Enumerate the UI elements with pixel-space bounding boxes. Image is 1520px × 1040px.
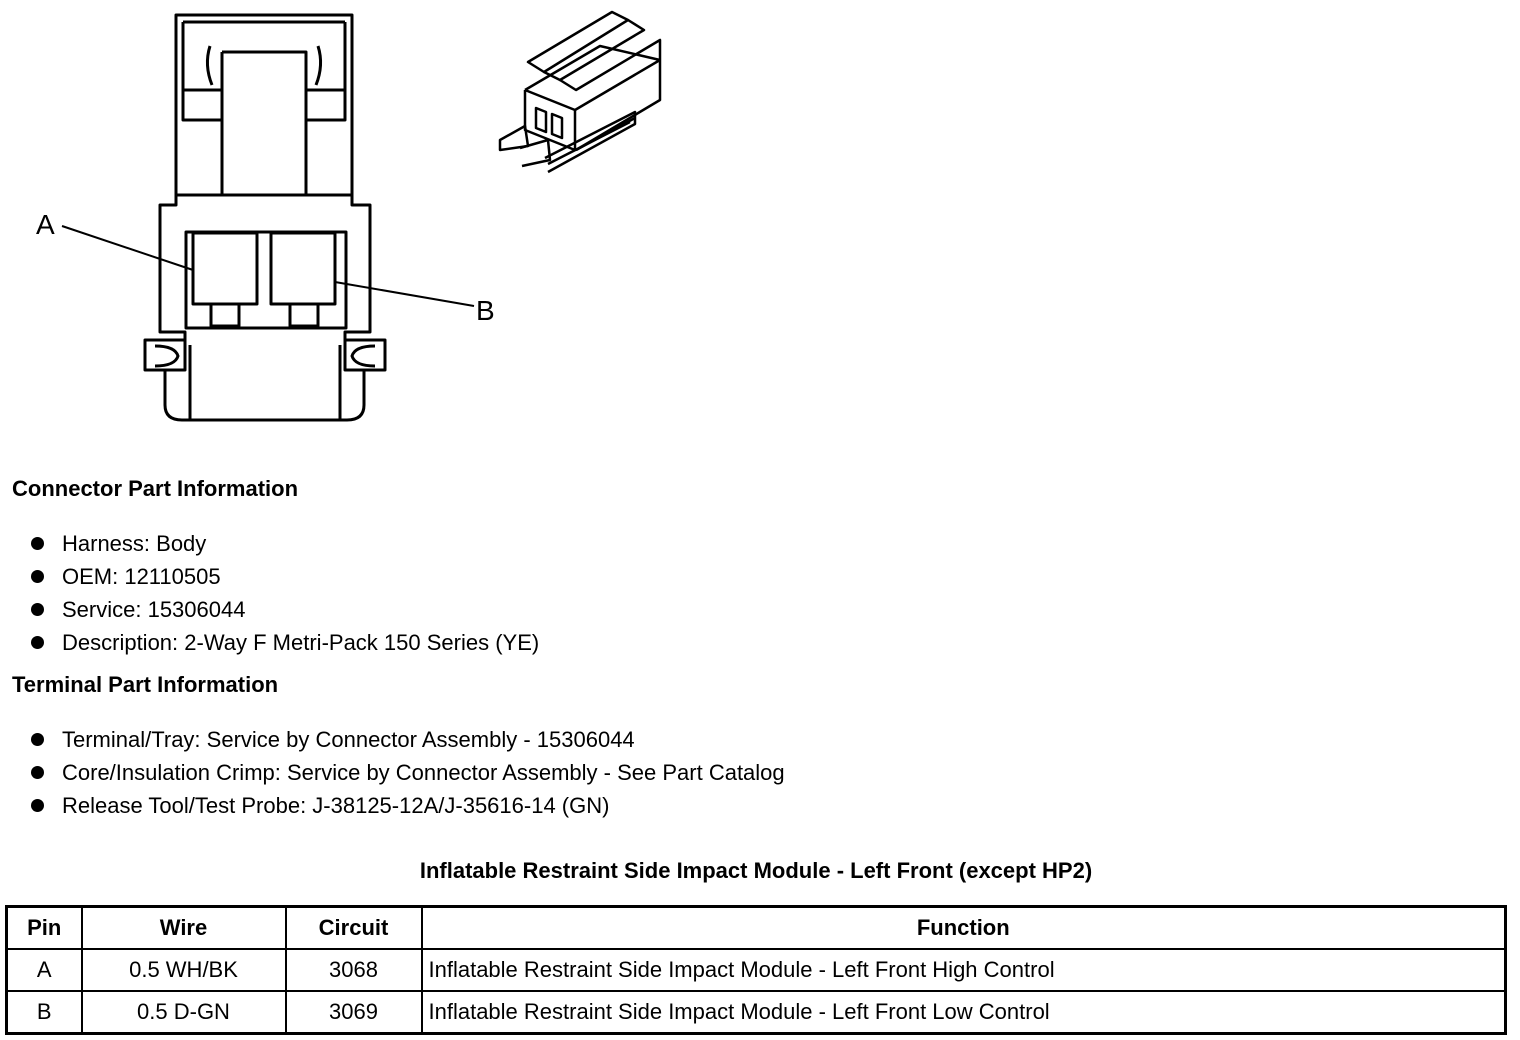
cell-wire: 0.5 WH/BK: [80, 948, 287, 992]
connector-info-list: Harness: Body OEM: 12110505 Service: 153…: [28, 527, 539, 659]
bullet-icon: [31, 766, 44, 779]
cell-pin: B: [5, 990, 83, 1035]
bullet-icon: [31, 799, 44, 812]
col-header-wire: Wire: [80, 905, 287, 950]
list-item: Core/Insulation Crimp: Service by Connec…: [28, 756, 785, 789]
table-header-row: Pin Wire Circuit Function: [5, 905, 1507, 950]
list-item: Harness: Body: [28, 527, 539, 560]
cell-pin: A: [5, 948, 83, 992]
pin-label-b: B: [476, 295, 495, 326]
terminal-cavity-b: [269, 231, 337, 306]
pin-label-a: A: [36, 209, 55, 240]
list-item: Release Tool/Test Probe: J-38125-12A/J-3…: [28, 789, 785, 822]
connector-diagram: A B: [36, 10, 662, 422]
col-header-function: Function: [420, 905, 1507, 950]
bullet-icon: [31, 636, 44, 649]
terminal-cavity-a: [191, 231, 259, 306]
leader-line-b: [334, 281, 475, 307]
terminal-info-heading: Terminal Part Information: [12, 672, 279, 697]
cell-circuit: 3069: [284, 990, 423, 1035]
connector-face-view: [143, 13, 387, 422]
cell-function: Inflatable Restraint Side Impact Module …: [420, 948, 1507, 992]
col-header-circuit: Circuit: [284, 905, 423, 950]
pin-table-title: Inflatable Restraint Side Impact Module …: [419, 858, 1093, 883]
bullet-icon: [31, 603, 44, 616]
table-row: A 0.5 WH/BK 3068 Inflatable Restraint Si…: [5, 948, 1507, 992]
bullet-icon: [31, 733, 44, 746]
cell-wire: 0.5 D-GN: [80, 990, 287, 1035]
terminal-info-list: Terminal/Tray: Service by Connector Asse…: [28, 723, 785, 822]
list-item: Terminal/Tray: Service by Connector Asse…: [28, 723, 785, 756]
connector-info-heading: Connector Part Information: [12, 476, 299, 501]
cell-function: Inflatable Restraint Side Impact Module …: [420, 990, 1507, 1035]
leader-line-a: [61, 225, 194, 271]
bullet-icon: [31, 537, 44, 550]
connector-iso-view: [498, 10, 662, 174]
list-item: Service: 15306044: [28, 593, 539, 626]
cell-circuit: 3068: [284, 948, 423, 992]
col-header-pin: Pin: [5, 905, 83, 950]
pin-table: Pin Wire Circuit Function A 0.5 WH/BK 30…: [5, 905, 1507, 1035]
bullet-icon: [31, 570, 44, 583]
list-item: OEM: 12110505: [28, 560, 539, 593]
list-item: Description: 2-Way F Metri-Pack 150 Seri…: [28, 626, 539, 659]
table-row: B 0.5 D-GN 3069 Inflatable Restraint Sid…: [5, 990, 1507, 1035]
